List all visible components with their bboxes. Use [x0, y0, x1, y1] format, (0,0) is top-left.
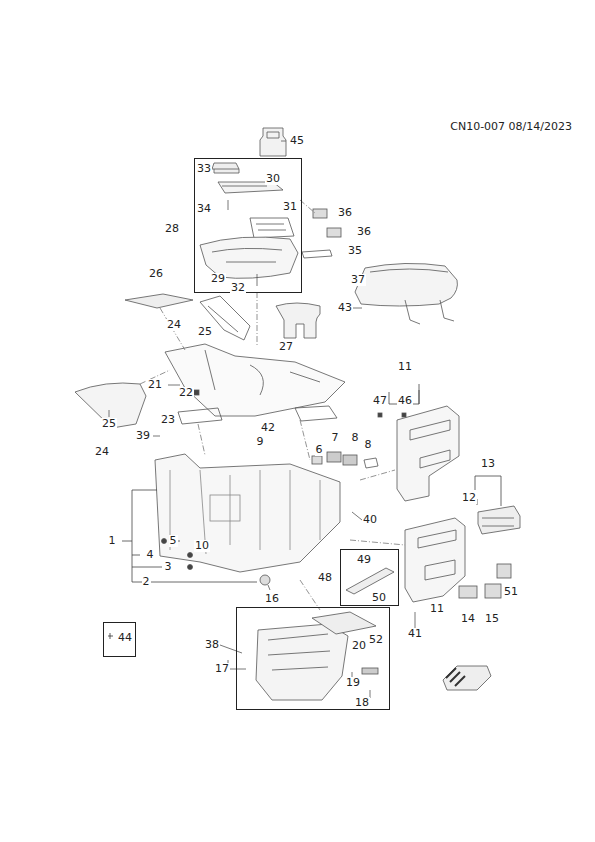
callout-number: 22: [178, 387, 194, 399]
callout-number: 1: [108, 535, 117, 547]
callout-number: 36: [356, 226, 372, 238]
callout-number: 46: [397, 395, 413, 407]
callout-number: 23: [160, 414, 176, 426]
callout-number: 48: [317, 572, 333, 584]
callout-number: 3: [164, 561, 173, 573]
callout-number: 25: [197, 326, 213, 338]
callout-number: 14: [460, 613, 476, 625]
callout-number: 31: [282, 201, 298, 213]
callout-number: 41: [407, 628, 423, 640]
callout-number: 16: [264, 593, 280, 605]
callout-number: 27: [278, 341, 294, 353]
callout-number: 52: [368, 634, 384, 646]
callout-number: 37: [350, 274, 366, 286]
callout-number: 43: [337, 302, 353, 314]
callout-number: 44: [117, 632, 133, 644]
callout-number: 18: [354, 697, 370, 709]
callout-number: 35: [347, 245, 363, 257]
group-box: 173820521918: [236, 607, 390, 710]
callout-number: 50: [371, 592, 387, 604]
callout-number: 34: [196, 203, 212, 215]
callout-number: 7: [331, 432, 340, 444]
callout-number: 2: [142, 576, 151, 588]
group-box: 44: [103, 622, 136, 657]
callout-number: 47: [372, 395, 388, 407]
callout-number: 30: [265, 173, 281, 185]
callout-number: 45: [289, 135, 305, 147]
callout-number: 15: [484, 613, 500, 625]
callout-number: 11: [397, 361, 413, 373]
callout-number: 11: [429, 603, 445, 615]
callout-number: 8: [364, 439, 373, 451]
callout-number: 13: [480, 458, 496, 470]
callout-number: 19: [345, 677, 361, 689]
callout-number: 38: [204, 639, 220, 651]
callout-number: 26: [148, 268, 164, 280]
callout-number: 51: [503, 586, 519, 598]
callout-number: 4: [146, 549, 155, 561]
callout-number: 24: [94, 446, 110, 458]
callout-number: 49: [356, 554, 372, 566]
callout-number: 6: [315, 444, 324, 456]
callout-number: 24: [166, 319, 182, 331]
callout-number: 29: [210, 273, 226, 285]
callout-number: 21: [147, 379, 163, 391]
group-box: 484950: [340, 549, 399, 606]
drawing-code: CN10-007 08/14/2023: [449, 121, 573, 133]
callout-number: 28: [164, 223, 180, 235]
callout-number: 5: [169, 535, 178, 547]
callout-number: 42: [260, 422, 276, 434]
callout-number: 10: [194, 540, 210, 552]
callout-number: 36: [337, 207, 353, 219]
callout-number: 32: [230, 282, 246, 294]
callout-number: 17: [214, 663, 230, 675]
callout-number: 40: [362, 514, 378, 526]
callout-number: 9: [256, 436, 265, 448]
callout-number: 25: [101, 418, 117, 430]
callout-number: 20: [351, 640, 367, 652]
group-box: 28333034312932: [194, 158, 302, 293]
callout-number: 39: [135, 430, 151, 442]
callout-number: 12: [461, 492, 477, 504]
callout-number: 8: [351, 432, 360, 444]
callout-number: 33: [196, 163, 212, 175]
